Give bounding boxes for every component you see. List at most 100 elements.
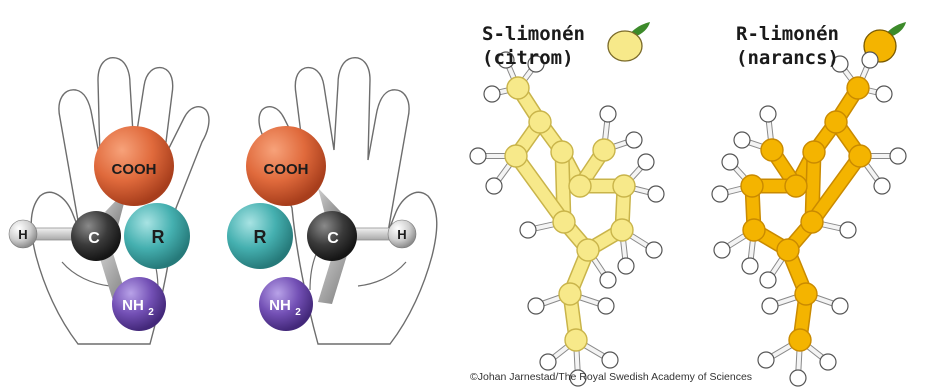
hydrogen-atom-7	[711, 185, 729, 203]
hydrogen-atom-6	[625, 131, 643, 149]
carbon-atom-2	[848, 144, 872, 168]
left-palm-crease	[61, 261, 111, 287]
hydrogen-atom-15	[819, 353, 837, 371]
left-nh2-subscript: 2	[148, 307, 154, 318]
hydrogen-atom-2	[875, 85, 893, 103]
left-nh2-label: NH	[122, 297, 144, 314]
carbon-atom-9	[552, 210, 576, 234]
right-palm-crease	[309, 249, 319, 291]
hydrogen-atom-7	[647, 185, 665, 203]
right-carbon-label: C	[327, 230, 339, 247]
carbon-atom-10	[794, 282, 818, 306]
carbon-atom-6	[740, 174, 764, 198]
right-palm-crease	[357, 261, 407, 287]
hydrogen-atom-2	[483, 85, 501, 103]
hydrogen-atom-0	[861, 51, 879, 69]
left-hand-outline	[30, 57, 210, 345]
hydrogen-atom-15	[539, 353, 557, 371]
carbon-atom-4	[784, 174, 808, 198]
right-r-atom	[227, 203, 293, 269]
carbon-atom-9	[800, 210, 824, 234]
hydrogen-atom-12	[839, 221, 857, 239]
left-h-label: H	[18, 227, 27, 242]
s-limonene-subtitle: (citrom)	[482, 47, 574, 69]
image-credit: ©Johan Jarnestad/The Royal Swedish Acade…	[470, 371, 753, 383]
hydrogen-atom-1	[831, 55, 849, 73]
hydrogen-atom-13	[527, 297, 545, 315]
left-r-atom	[124, 203, 190, 269]
carbon-atom-3	[550, 140, 574, 164]
right-cooh-atom	[246, 126, 326, 206]
hydrogen-atom-6	[733, 131, 751, 149]
right-hand-outline	[258, 57, 438, 345]
right-nh2-subscript: 2	[295, 307, 301, 318]
hydrogen-atom-16	[789, 369, 807, 387]
hydrogen-atom-9	[713, 241, 731, 259]
carbon-atom-8	[576, 238, 600, 262]
lemon-icon	[607, 22, 650, 62]
r-limonene-subtitle: (narancs)	[736, 47, 839, 69]
hydrogen-atom-10	[741, 257, 759, 275]
hydrogen-atom-11	[599, 271, 617, 289]
carbon-atom-5	[592, 138, 616, 162]
right-molecule: COOH R C NH 2 H	[227, 126, 417, 331]
r-limonene-title: R-limonén	[736, 23, 839, 45]
hydrogen-atom-14	[761, 297, 779, 315]
hydrogen-atom-8	[721, 153, 739, 171]
carbon-atom-10	[558, 282, 582, 306]
hydrogen-atom-17	[757, 351, 775, 369]
carbon-atom-7	[610, 218, 634, 242]
left-h-atom	[8, 219, 38, 249]
c-bond-fill-10	[806, 150, 866, 228]
left-carbon-label: C	[88, 230, 100, 247]
right-cooh-label: COOH	[264, 161, 309, 178]
c-bond-fill-10	[510, 150, 570, 228]
carbon-atom-7	[742, 218, 766, 242]
carbon-atom-6	[612, 174, 636, 198]
carbon-atom-8	[776, 238, 800, 262]
right-nh2-label: NH	[269, 297, 291, 314]
s-limonene-title: S-limonén	[482, 23, 585, 45]
right-nh2-atom	[259, 277, 313, 331]
right-carbon-atom	[307, 211, 357, 261]
left-cooh-atom	[94, 126, 174, 206]
hydrogen-atom-8	[637, 153, 655, 171]
right-h-label: H	[397, 227, 406, 242]
hydrogen-atom-16	[569, 369, 587, 387]
carbon-atom-1	[824, 110, 848, 134]
left-r-label: R	[152, 227, 165, 247]
hydrogen-atom-17	[601, 351, 619, 369]
r-limonene-model	[711, 51, 907, 387]
carbon-atom-2	[504, 144, 528, 168]
carbon-atom-3	[802, 140, 826, 164]
left-carbon-atom	[71, 211, 121, 261]
hydrogen-atom-5	[759, 105, 777, 123]
carbon-atom-11	[788, 328, 812, 352]
carbon-atom-1	[528, 110, 552, 134]
hydrogen-atom-11	[759, 271, 777, 289]
hydrogen-atom-13	[831, 297, 849, 315]
carbon-atom-4	[568, 174, 592, 198]
s-limonene-model	[469, 51, 665, 387]
hydrogen-atom-12	[519, 221, 537, 239]
hydrogen-atom-0	[497, 51, 515, 69]
hydrogen-atom-3	[469, 147, 487, 165]
hydrogen-atom-1	[527, 55, 545, 73]
hydrogen-atom-14	[597, 297, 615, 315]
right-r-label: R	[254, 227, 267, 247]
left-nh2-atom	[112, 277, 166, 331]
carbon-atom-0	[506, 76, 530, 100]
carbon-atom-11	[564, 328, 588, 352]
hydrogen-atom-4	[485, 177, 503, 195]
hydrogen-atom-9	[645, 241, 663, 259]
carbon-atom-5	[760, 138, 784, 162]
hydrogen-atom-3	[889, 147, 907, 165]
left-cooh-label: COOH	[112, 161, 157, 178]
right-h-atom	[387, 219, 417, 249]
hydrogen-atom-4	[873, 177, 891, 195]
carbon-atom-0	[846, 76, 870, 100]
right-wedge-down	[318, 250, 348, 304]
hydrogen-atom-5	[599, 105, 617, 123]
left-molecule: COOH C R NH 2 H	[8, 126, 190, 331]
